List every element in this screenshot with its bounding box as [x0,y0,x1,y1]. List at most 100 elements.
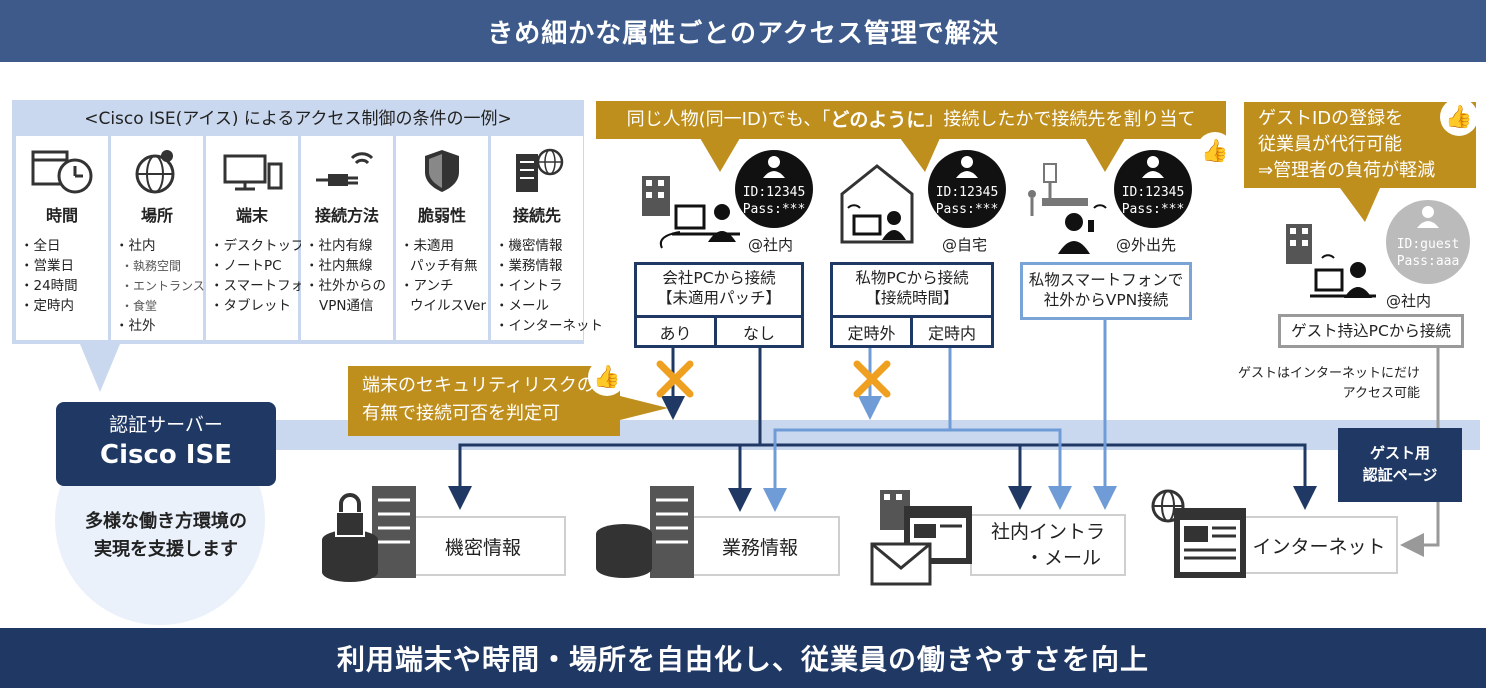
condition-column-location: 場所 ・社内 ・執務空間 ・エントランス ・食堂 ・社外 [111,136,205,340]
callout-text: 有無で接続可否を判定可 [362,403,560,424]
deny-mark-2 [853,360,891,398]
user-location: @外出先 [1116,236,1177,254]
scenario-line: 【接続時間】 [865,289,959,307]
intranet-mail-icon [870,490,972,586]
condition-item: ・機密情報 [495,238,563,254]
deny-mark-1 [656,360,694,398]
company-pc-box: 会社PCから接続 【未適用パッチ】 あり なし [634,262,804,348]
user-pass: Pass:*** [1121,202,1185,217]
resource-label: 機密情報 [444,536,521,559]
condition-item: ・営業日 [20,258,74,274]
condition-subitem: ・食堂 [121,299,158,313]
option-cell: 定時内 [927,323,976,343]
user-pass: Pass:*** [742,202,806,217]
person-icon [1417,206,1439,228]
condition-item: ・メール [495,298,549,314]
resource-label: 業務情報 [721,536,798,559]
server-name: Cisco ISE [100,440,232,470]
person-icon [956,156,978,178]
condition-item: ・スマートフォン [210,278,318,294]
plug-wifi-icon [301,142,393,198]
lock-database-icon [322,486,416,582]
guest-page-line: ゲスト用 [1369,444,1430,462]
home-worker-icon [840,164,914,244]
scenario-line: 私物スマートフォンで [1028,271,1184,289]
condition-item: VPN通信 [319,298,374,314]
conditions-title: <Cisco ISE(アイス) によるアクセス制御の条件の一例> [84,109,512,129]
calendar-clock-icon [16,142,108,198]
auth-server-box: 認証サーバー Cisco ISE [56,402,276,486]
condition-item: ・全日 [20,238,61,254]
footer-banner: 利用端末や時間・場所を自由化し、従業員の働きやすさを向上 [0,628,1486,688]
condition-column-device: 端末 ・デスクトップ ・ノートPC ・スマートフォン ・タブレット [206,136,318,340]
user-id: ID:12345 [742,185,806,200]
condition-item: ・定時内 [20,298,74,314]
devices-icon [206,142,298,198]
scenario-line: ゲスト持込PCから接続 [1291,322,1451,340]
server-database-icon [596,486,694,578]
callout-text: 」接続したかで接続先を割り当て [925,109,1196,130]
resource-internet: インターネット [1240,516,1398,574]
condition-heading: 接続方法 [314,206,379,225]
condition-item: ・社内有線 [305,238,373,254]
smartphone-box: 私物スマートフォンで 社外からVPN接続 [1020,262,1192,320]
resource-business: 業務情報 [680,516,840,576]
resource-label: インターネット [1252,535,1386,558]
resource-label: 社内イントラ [990,521,1105,543]
user-pass: Pass:*** [935,202,999,217]
user-id: ID:12345 [1121,185,1185,200]
condition-item: ・イントラ [495,278,563,294]
condition-item: ・24時間 [20,278,78,294]
condition-item: ・デスクトップ [210,238,305,254]
callout-text: 端末のセキュリティリスクの [362,375,595,396]
condition-subitem: ・エントランス [121,279,205,293]
support-text: 多様な働き方環境の 実現を支援します [56,508,276,564]
scenario-line: 私物PCから接続 [855,269,969,287]
thumbs-up-icon: 👍 [1196,132,1234,170]
condition-heading: 場所 [140,206,173,225]
option-cell: なし [742,323,775,343]
condition-item: ・ノートPC [210,258,282,274]
user-id: ID:12345 [935,185,999,200]
condition-item: ・未適用 [400,238,454,254]
condition-heading: 時間 [45,206,78,225]
support-line: 多様な働き方環境の [85,511,247,532]
condition-subitem: ・執務空間 [121,259,182,273]
scenario-line: 社外からVPN接続 [1043,291,1169,309]
globe-pin-icon [111,142,203,198]
guest-auth-page: ゲスト用 認証ページ [1338,428,1462,502]
condition-column-connection: 接続方法 ・社内有線 ・社内無線 ・社外からの VPN通信 [301,136,393,340]
server-label: 認証サーバー [109,414,223,436]
mobile-worker-icon [1028,163,1107,254]
user-location: @社内 [1386,292,1432,310]
risk-callout: 端末のセキュリティリスクの 有無で接続可否を判定可 [348,366,620,436]
panel-pointer [80,344,120,392]
condition-item: ・アンチ [400,278,454,294]
condition-heading: 端末 [235,206,268,225]
condition-item: パッチ有無 [410,258,478,274]
guest-worker-icon [1286,224,1376,298]
thumbs-up-icon: 👍 [588,358,626,396]
callout-emphasis: どのように [830,109,926,131]
condition-item: ・インターネット [495,318,603,334]
condition-item: ・社内 [115,238,156,254]
user-location: @自宅 [942,236,988,254]
condition-item: ・タブレット [210,298,291,314]
condition-column-time: 時間 ・全日 ・営業日 ・24時間 ・定時内 [16,136,108,340]
condition-column-vulnerability: 脆弱性 ・未適用 パッチ有無 ・アンチ ウイルスVer [396,136,488,340]
shield-icon [396,142,488,198]
user-location: @社内 [748,236,794,254]
callout-text: ゲストIDの登録を [1258,108,1404,129]
callout-text: ⇒管理者の負荷が軽減 [1258,160,1436,181]
private-pc-box: 私物PCから接続 【接続時間】 定時外 定時内 [830,262,994,348]
note-line: ゲストはインターネットにだけ [1237,366,1420,381]
server-globe-icon [491,142,583,198]
header-banner: きめ細かな属性ごとのアクセス管理で解決 [0,0,1486,62]
person-icon [763,156,785,178]
guest-page-line: 認証ページ [1362,466,1438,484]
guest-pc-box: ゲスト持込PCから接続 [1278,314,1464,348]
same-person-callout: 同じ人物(同一ID)でも、「どのように」接続したかで接続先を割り当て [596,101,1226,139]
condition-item: ・業務情報 [495,258,563,274]
condition-heading: 脆弱性 [417,206,466,225]
office-worker-icon [642,176,740,249]
